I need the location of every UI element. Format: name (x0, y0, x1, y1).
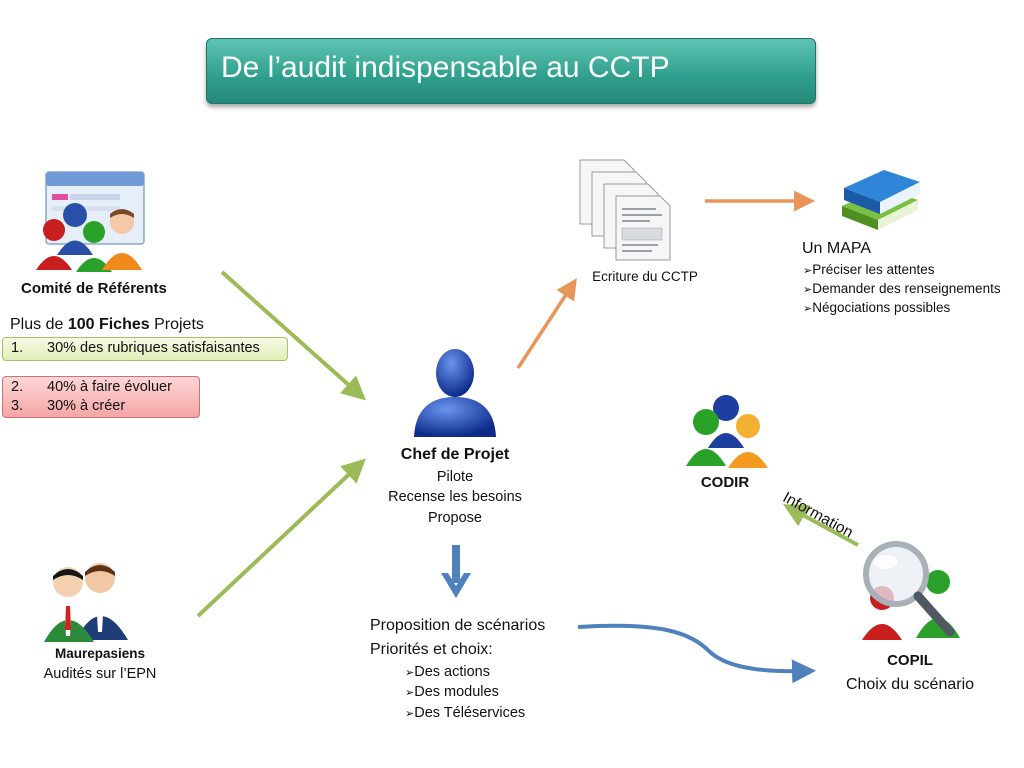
committee-label: Comité de Référents (21, 280, 167, 297)
board-icon (686, 395, 768, 468)
cctp-label: Ecriture du CCTP (592, 269, 698, 284)
copil-sub: Choix du scénario (845, 676, 975, 693)
proposition-title: Proposition de scénarios (370, 617, 546, 634)
committee-icon (36, 171, 145, 272)
title-banner: De l’audit indispensable au CCTP (206, 38, 816, 104)
list-item: 3.30% à créer (11, 398, 126, 414)
arrow-bullet-icon: ➢ (405, 667, 415, 679)
fiches-suffix: Projets (149, 316, 204, 333)
arrow-bullet-icon: ➢ (803, 284, 813, 296)
books-icon (842, 170, 920, 230)
page-title: De l’audit indispensable au CCTP (221, 51, 670, 84)
arrow-comite-to-chef (220, 270, 366, 401)
list-item: ➢Des Téléservices (405, 705, 526, 721)
project-lead-icon (414, 349, 496, 437)
fiches-prefix: Plus de (10, 316, 68, 333)
arrow-chef-to-cctp (516, 278, 577, 369)
codir-label: CODIR (700, 474, 750, 491)
satisfying-box: 1.30% des rubriques satisfaisantes (2, 337, 288, 361)
arrow-bullet-icon: ➢ (405, 687, 415, 699)
documents-icon (579, 159, 671, 261)
project-lead-label: Chef de Projet (400, 446, 510, 463)
project-lead-role: Pilote (436, 469, 474, 485)
list-item: ➢Demander des renseignements (803, 281, 1001, 296)
project-lead-role: Propose (427, 510, 482, 526)
arrow-bullet-icon: ➢ (803, 265, 813, 277)
arrow-proposition-to-copil (577, 623, 816, 684)
mapa-label: Un MAPA (802, 240, 872, 257)
proposition-subtitle: Priorités et choix: (370, 641, 493, 658)
evolve-box: 2.40% à faire évoluer 3.30% à créer (2, 376, 200, 418)
list-item: 1.30% des rubriques satisfaisantes (11, 340, 260, 356)
arrow-bullet-icon: ➢ (803, 303, 813, 315)
arrow-copil-to-codir (782, 504, 859, 547)
project-lead-role: Recense les besoins (388, 489, 522, 505)
fiches-text: Plus de 100 Fiches Projets (10, 316, 204, 334)
arrow-maurepasiens-to-chef (196, 458, 366, 618)
residents-sub: Audités sur l’EPN (43, 666, 157, 682)
list-item: ➢Des modules (405, 684, 499, 700)
list-item: ➢Des actions (405, 664, 490, 680)
fiches-count: 100 Fiches (67, 316, 150, 333)
arrow-chef-down (441, 545, 471, 598)
list-item: ➢Négociations possibles (803, 300, 951, 315)
arrow-bullet-icon: ➢ (405, 708, 415, 720)
steering-committee-icon (862, 541, 960, 640)
list-item: 2.40% à faire évoluer (11, 379, 172, 395)
residents-label: Maurepasiens (54, 646, 146, 661)
copil-label: COPIL (887, 652, 933, 669)
list-item: ➢Préciser les attentes (803, 262, 935, 277)
residents-icon (44, 563, 128, 642)
